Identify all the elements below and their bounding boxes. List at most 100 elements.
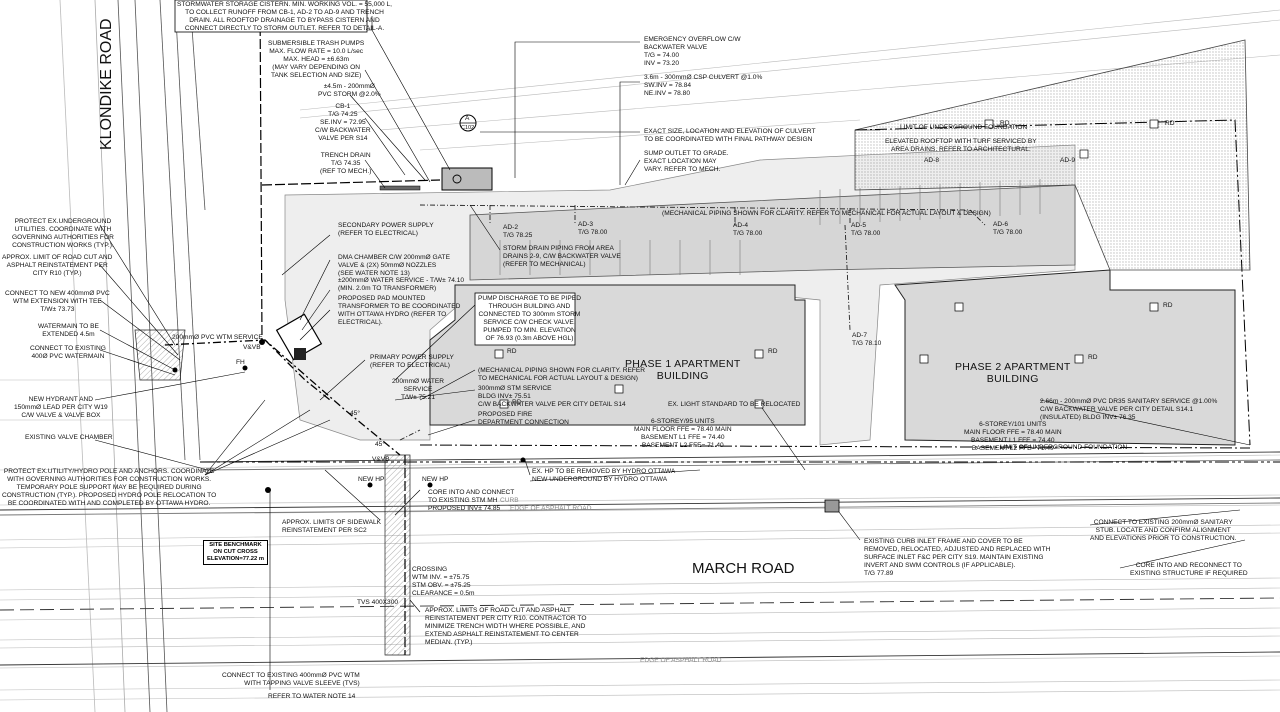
angle-label: 45° [350, 410, 360, 417]
stm-service-note: 300mmØ STM SERVICE BLDG INV± 75.51 C/W B… [478, 385, 626, 408]
underground-foundation-limit [419, 119, 1251, 449]
edge-asphalt-label: EDGE OF ASPHALT ROAD [640, 657, 722, 664]
wtm-service-label: 200mmØ PVC WTM SERVICE [172, 334, 263, 341]
elevated-rooftop-note: ELEVATED ROOFTOP WITH TURF SERVICED BY A… [885, 138, 1037, 153]
pad-transformer [275, 313, 323, 361]
hp-removed-note: EX. HP TO BE REMOVED BY HYDRO OTTAWA [532, 468, 676, 475]
klondike-road-label: KLONDIKE ROAD [98, 18, 115, 150]
pump-discharge-note: PUMP DISCHARGE TO BE PIPED THROUGH BUILD… [478, 295, 581, 342]
connect-sanitary-note: CONNECT TO EXISTING 200mmØ SANITARY STUB… [1090, 519, 1237, 542]
fh-label: FH [236, 359, 245, 366]
new-underground-note: NEW UNDERGROUND BY HYDRO OTTAWA [532, 476, 668, 483]
connect-400-main-note: CONNECT TO EXISTING 400Ø PVC WATERMAIN [30, 345, 106, 360]
sidewalk-reinstatement-note: APPROX. LIMITS OF SIDEWALK REINSTATEMENT… [282, 519, 382, 534]
curb-label: CURB [500, 497, 519, 504]
tvs-label: TVS 400X300 [357, 599, 399, 606]
site-benchmark-label: SITE BENCHMARK ON CUT CROSS ELEVATION=77… [203, 540, 268, 565]
connect-400-wtm-note: CONNECT TO EXISTING 400mmØ PVC WTM WITH … [222, 672, 360, 687]
secondary-power-note: SECONDARY POWER SUPPLY (REFER TO ELECTRI… [338, 222, 434, 237]
trench-drain [379, 185, 421, 191]
roof-drains [494, 119, 1159, 409]
phase2-details: 6-STOREY/101 UNITS MAIN FLOOR FFE = 78.4… [963, 421, 1062, 452]
angle-label: 45° [375, 441, 385, 448]
culvert-size-note: EXACT SIZE, LOCATION AND ELEVATION OF CU… [644, 128, 816, 143]
water-service-200-note: ±200mmØ WATER SERVICE - T/W± 74.10 (MIN.… [338, 277, 465, 292]
pad-transformer-note: PROPOSED PAD MOUNTED TRANSFORMER TO BE C… [338, 295, 461, 326]
ad8-label: AD-8 [924, 157, 940, 164]
underground-foundation-bottom-label: LIMIT OF UNDERGROUND FOUNDATION [1000, 444, 1128, 451]
rd-label: RD [507, 348, 517, 355]
new-400-pvc-note: CONNECT TO NEW 400mmØ PVC WTM EXTENSION … [5, 290, 110, 313]
trench-drain-note: TRENCH DRAIN T/G 74.35 (REF TO MECH.) [320, 152, 372, 175]
curb-inlet-note: EXISTING CURB INLET FRAME AND COVER TO B… [864, 538, 1051, 577]
storm-line [259, 0, 441, 655]
emergency-overflow-note: EMERGENCY OVERFLOW C/W BACKWATER VALVE T… [644, 36, 741, 67]
ad2-label: AD-2 T/G 78.25 [503, 224, 533, 239]
pvc-storm-note: ±4.5m - 200mmØ PVC STORM @2.0% [318, 83, 381, 98]
new-hydrant-note: NEW HYDRANT AND 150mmØ LEAD PER CITY W19… [14, 396, 108, 419]
march-road-label: MARCH ROAD [692, 560, 795, 577]
rd-label: RD [1163, 302, 1173, 309]
phase2-building-footprint [894, 269, 1236, 446]
edge-asphalt-label: EDGE OF ASPHALT ROAD [510, 505, 592, 512]
water-service-bldg-note: 200mmØ WATER SERVICE T/W± 75.21 [392, 378, 445, 401]
underground-foundation-top-label: LIMIT OF UNDERGROUND FOUNDATION [900, 124, 1028, 131]
existing-topography [0, 9, 1280, 701]
ad5-label: AD-5 T/G 78.00 [851, 222, 881, 237]
ad6-label: AD-6 T/G 78.00 [993, 221, 1023, 236]
csp-culvert-note: 3.6m - 300mmØ CSP CULVERT @1.0% SW.INV =… [644, 74, 763, 97]
rooftop-area [469, 184, 1076, 281]
phase1-building-label: PHASE 1 APARTMENT BUILDING 6-STOREY/95 U… [625, 322, 741, 468]
road-cut-hatch [384, 454, 411, 656]
mech-piping-top-note: (MECHANICAL PIPING SHOWN FOR CLARITY. RE… [662, 210, 991, 217]
water-note-14: REFER TO WATER NOTE 14 [268, 693, 356, 700]
rd-label: RD [1165, 120, 1175, 127]
new-hp-2-label: NEW HP [358, 476, 385, 483]
cb1-note: CB-1 T/G 74.25 SE.INV = 72.95 C/W BACKWA… [315, 103, 371, 142]
crossing-note: CROSSING WTM INV. = ±75.75 STM OBV. = ±7… [412, 566, 475, 597]
storm-drain-piping-note: STORM DRAIN PIPING FROM AREA DRAINS 2-9,… [503, 245, 621, 268]
march-road-edges [0, 451, 1280, 666]
mechanical-piping [399, 204, 986, 441]
phase1-title: PHASE 1 APARTMENT BUILDING [625, 358, 741, 382]
cistern-pump [452, 174, 462, 184]
light-standard-note: EX. LIGHT STANDARD TO BE RELOCATED [668, 401, 801, 408]
core-reconnect-note: CORE INTO AND RECONNECT TO EXISTING STRU… [1130, 562, 1248, 577]
elevated-rooftop-turf [854, 39, 1251, 271]
trash-pumps-note: SUBMERSIBLE TRASH PUMPS MAX. FLOW RATE =… [268, 40, 365, 79]
rd-label: RD [1088, 354, 1098, 361]
vandvb-label: V&VB [243, 344, 261, 351]
detail-marker-letter: A [465, 115, 470, 122]
parking-stall-lines [499, 179, 1041, 275]
water-service-line [164, 339, 401, 456]
phase1-details: 6-STOREY/95 UNITS MAIN FLOOR FFE = 78.40… [633, 418, 732, 449]
sump-outlet-note: SUMP OUTLET TO GRADE. EXACT LOCATION MAY… [644, 150, 729, 173]
existing-valve-chamber-note: EXISTING VALVE CHAMBER [25, 434, 113, 441]
vandvb-label: V&VB [372, 456, 390, 463]
watermain-extend-note: WATERMAIN TO BE EXTENDED 4.5m [38, 323, 99, 338]
mech-piping-mid-note: (MECHANICAL PIPING SHOWN FOR CLARITY. RE… [478, 367, 646, 382]
phase2-title: PHASE 2 APARTMENT BUILDING [955, 361, 1071, 385]
primary-power-note: PRIMARY POWER SUPPLY (REFER TO ELECTRICA… [370, 354, 454, 369]
dma-chamber-note: DMA CHAMBER C/W 200mmØ GATE VALVE & (2X)… [338, 254, 450, 277]
watermain-hatch [134, 329, 186, 381]
stormwater-cistern-note: STORMWATER STORAGE CISTERN. MIN. WORKING… [177, 1, 393, 32]
klondike-road-edges [59, 0, 206, 712]
rd-label: RD [1000, 120, 1010, 127]
ad7-label: AD-7 T/G 78.10 [852, 332, 882, 347]
rd-label: RD [512, 399, 522, 406]
phase2-building-label: PHASE 2 APARTMENT BUILDING 6-STOREY/101 … [955, 325, 1071, 471]
protect-hydro-pole-note: PROTECT EX.UTILITY/HYDRO POLE AND ANCHOR… [2, 468, 217, 507]
ad3-label: AD-3 T/G 78.00 [578, 221, 608, 236]
pump-discharge-frame [474, 292, 576, 346]
utility-symbols [172, 339, 840, 513]
cistern-note-frame [174, 0, 368, 33]
sanitary-service-note: 2.66m - 200mmØ PVC DR35 SANITARY SERVICE… [1040, 398, 1218, 421]
stormwater-cistern [441, 167, 493, 191]
transformer-core [294, 348, 306, 360]
leader-lines [94, 16, 1251, 690]
protect-underground-note: PROTECT EX.UNDERGROUND UTILITIES. COORDI… [12, 218, 114, 249]
fire-connection-note: PROPOSED FIRE DEPARTMENT CONNECTION [478, 411, 569, 426]
